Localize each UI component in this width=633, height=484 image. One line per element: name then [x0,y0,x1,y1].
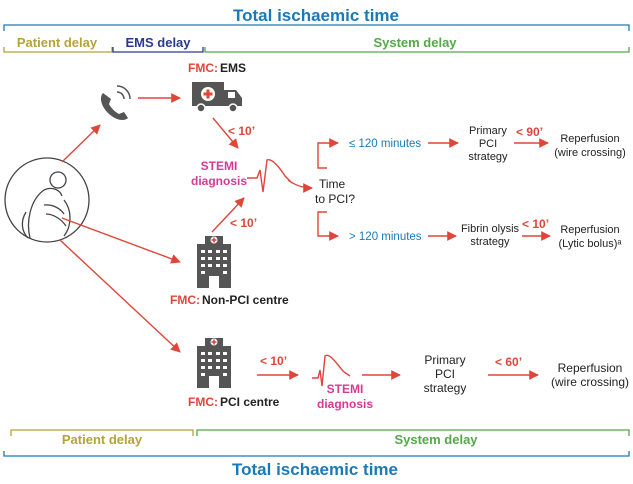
fast-strategy-line2: PCI [479,138,497,150]
ecg-trace-icon [247,159,293,193]
total-time-bracket-top [3,24,630,31]
fast-branch-condition: ≤ 120 minutes [349,138,421,150]
system-delay-bracket-bottom [196,429,630,436]
hospital-icon [197,236,231,288]
pci-outcome-line1: Reperfusion [558,361,623,375]
total-ischaemic-time-title-top: Total ischaemic time [233,6,399,25]
pci-outcome-line2: (wire crossing) [551,375,629,389]
stemi-diagnosis-upper-line1: STEMI [201,159,238,173]
pci-time1-label: < 10’ [260,354,287,368]
pci-time2-label: < 60’ [495,355,522,369]
system-delay-label-bottom: System delay [394,432,478,447]
arrow-non-pci-to-stemi [211,197,245,233]
pci-strategy-line2: PCI [435,367,455,381]
patient-delay-bracket-top [3,47,113,53]
arrow-decision-to-slow-branch [317,211,339,241]
pci-strategy-line3: strategy [424,381,467,395]
fmc-non-pci-label: FMC:Non-PCI centre [170,293,289,307]
fast-outcome-line2: (wire crossing) [554,147,626,159]
phone-icon [100,85,131,121]
fast-outcome-line1: Reperfusion [560,133,619,145]
ems-delay-label: EMS delay [125,35,191,50]
ems-delay-bracket [112,47,204,53]
patient-delay-label-top: Patient delay [17,35,98,50]
arrow-ems-to-stemi [212,117,239,149]
arrow-patient-to-non-pci [61,217,181,264]
stemi-diagnosis-lower-line2: diagnosis [317,397,373,411]
stemi-diagnosis-lower-line1: STEMI [327,382,364,396]
slow-time-label: < 10’ [522,217,549,231]
ambulance-icon [192,82,242,113]
non-pci-time-label: < 10’ [230,216,257,230]
system-delay-label-top: System delay [373,35,457,50]
ems-time-label: < 10’ [228,124,255,138]
arrow-patient-to-pci-centre [59,239,181,353]
fmc-pci-centre-label: FMC:PCI centre [188,395,280,409]
arrow-stemi-to-decision [287,179,313,193]
fast-strategy-line3: strategy [468,151,508,163]
hospital-icon [197,338,231,388]
patient-chest-pain-icon [4,157,90,243]
slow-branch-condition: > 120 minutes [349,231,422,243]
total-time-bracket-bottom [3,451,630,457]
slow-outcome-line1: Reperfusion [560,224,619,236]
patient-delay-bracket-bottom [10,429,194,436]
arrow-patient-to-phone [61,124,101,163]
system-delay-bracket-top [204,47,630,53]
patient-delay-label-bottom: Patient delay [62,432,143,447]
pci-strategy-line1: Primary [424,353,465,367]
fast-strategy-line1: Primary [469,125,507,137]
fmc-ems-label: FMC:EMS [188,61,246,75]
stemi-diagnosis-upper-line2: diagnosis [191,174,247,188]
fast-time-label: < 90’ [516,125,543,139]
decision-time-to-pci-line2: to PCI? [315,192,355,206]
slow-strategy-line1: Fibrin olysis [461,223,520,235]
decision-time-to-pci-line1: Time [319,177,346,191]
slow-strategy-line2: strategy [470,236,510,248]
arrow-decision-to-fast-branch [317,138,339,169]
slow-outcome-line2: (Lytic bolus)ᵃ [559,238,623,250]
ecg-trace-icon [312,354,351,387]
total-ischaemic-time-title-bottom: Total ischaemic time [232,460,398,479]
